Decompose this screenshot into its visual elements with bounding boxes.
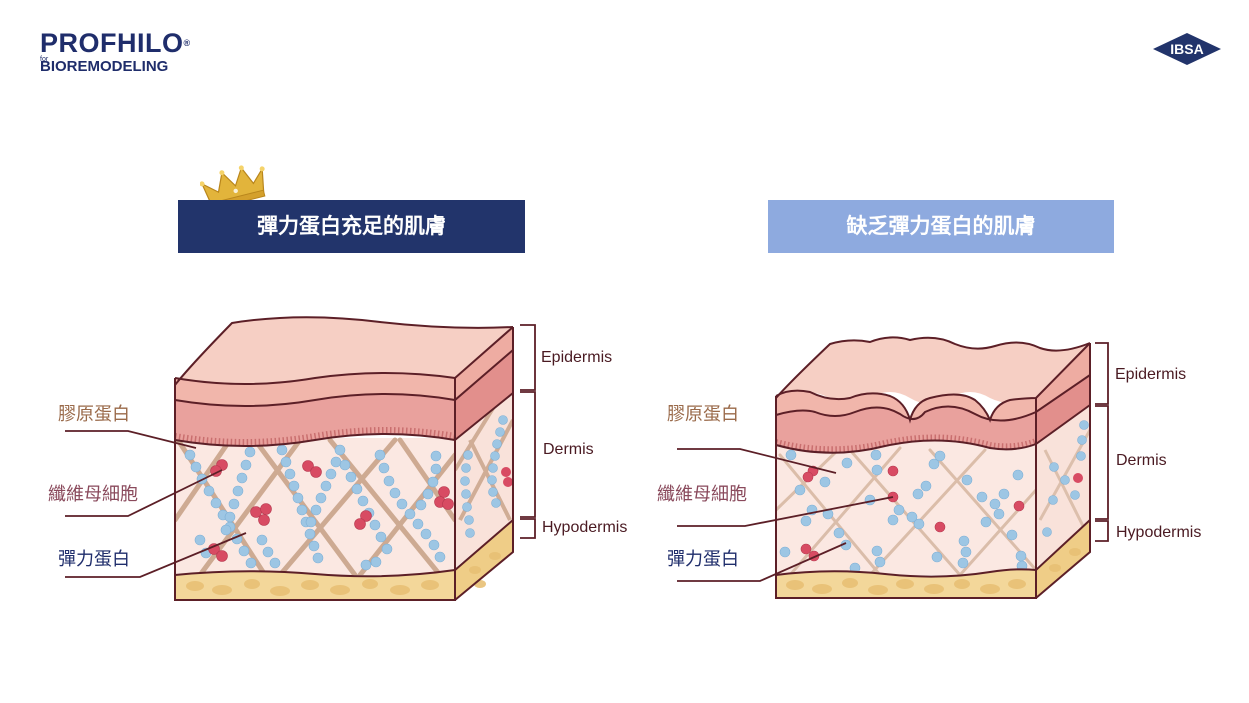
ibsa-logo: IBSA bbox=[1152, 32, 1222, 66]
right-epidermis-label: Epidermis bbox=[1115, 366, 1187, 383]
dermal-papillae bbox=[174, 427, 456, 445]
ibsa-diamond-icon bbox=[1153, 33, 1221, 65]
fibroblast-cells bbox=[208, 459, 454, 562]
logo-for-text: for bbox=[40, 56, 49, 63]
ibsa-text: IBSA bbox=[1170, 41, 1204, 57]
right-title-banner: 缺乏彈力蛋白的肌膚 bbox=[768, 200, 1114, 253]
leader-lines-left bbox=[65, 430, 247, 578]
right-hypodermis-label: Hypodermis bbox=[1116, 524, 1202, 541]
elastin-dots-front bbox=[779, 449, 1028, 574]
right-dermis-label: Dermis bbox=[1116, 452, 1167, 469]
epidermis-top bbox=[175, 317, 513, 385]
right-fibroblast-label: 纖維母細胞 bbox=[657, 484, 747, 505]
hypodermis-side bbox=[455, 520, 513, 600]
left-dermis-label: Dermis bbox=[543, 441, 594, 458]
hypodermis-side bbox=[1036, 520, 1090, 598]
side-fibers bbox=[455, 403, 513, 538]
left-hypodermis-label: Hypodermis bbox=[542, 519, 628, 536]
deficient-skin-block bbox=[775, 336, 1091, 599]
elastin-chains-front bbox=[184, 444, 446, 571]
healthy-skin-block bbox=[174, 316, 514, 601]
epidermis-front bbox=[175, 373, 455, 406]
registered-mark: ® bbox=[183, 38, 191, 48]
right-elastin-label: 彈力蛋白 bbox=[667, 549, 739, 570]
logo-wordmark: PROFHILO bbox=[40, 28, 184, 58]
left-collagen-label: 膠原蛋白 bbox=[58, 404, 130, 425]
right-collagen-label: 膠原蛋白 bbox=[667, 404, 739, 425]
epidermis-side bbox=[455, 327, 513, 400]
dermis-band-side bbox=[1036, 375, 1090, 444]
leader-lines-right bbox=[677, 448, 894, 582]
layer-brackets-right bbox=[1095, 342, 1109, 542]
collagen-fibers-front bbox=[776, 446, 1036, 575]
logo-subtitle: BIOREMODELING bbox=[40, 58, 169, 75]
left-elastin-label: 彈力蛋白 bbox=[58, 549, 130, 570]
layer-brackets-left bbox=[520, 324, 536, 539]
dermis-band-side bbox=[455, 350, 513, 440]
epidermis-top bbox=[776, 337, 1090, 404]
block-outline bbox=[174, 316, 514, 601]
side-fibers bbox=[1038, 420, 1090, 537]
fat-cells bbox=[786, 548, 1081, 595]
block-outline bbox=[775, 336, 1091, 599]
profhilo-logo: PROFHILO® for BIOREMODELING bbox=[40, 28, 191, 75]
epidermis-side bbox=[1036, 343, 1090, 412]
left-title-banner: 彈力蛋白充足的肌膚 bbox=[178, 200, 525, 253]
left-fibroblast-label: 纖維母細胞 bbox=[48, 484, 138, 505]
left-epidermis-label: Epidermis bbox=[541, 349, 613, 366]
